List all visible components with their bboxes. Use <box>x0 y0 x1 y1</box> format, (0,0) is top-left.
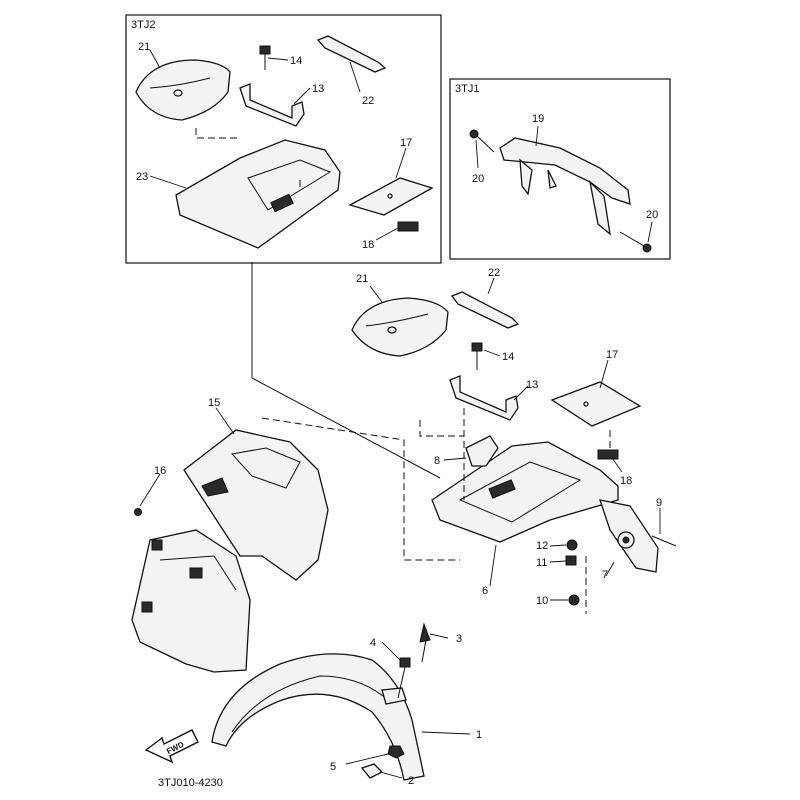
callout-12: 12 <box>536 540 548 552</box>
callout-13-top: 13 <box>312 83 324 95</box>
inset-3tj2-frame <box>125 14 442 264</box>
callout-23: 23 <box>136 171 148 183</box>
fwd-arrow-icon: FWD <box>144 729 199 764</box>
tape-part-18-main <box>597 449 619 460</box>
drawing-code: 3TJ010-4230 <box>158 777 223 789</box>
callout-5: 5 <box>330 761 336 773</box>
inner-fender-part-15 <box>183 429 329 581</box>
callout-4: 4 <box>370 637 376 649</box>
screw-part-9 <box>651 535 677 547</box>
callout-15: 15 <box>208 397 220 409</box>
inset-3tj2: 3TJ2 <box>125 14 442 264</box>
strap-part-22-main <box>450 291 520 329</box>
callout-7: 7 <box>602 569 608 581</box>
tape-part-18 <box>397 221 419 232</box>
callout-21-top: 21 <box>138 41 150 53</box>
bracket-part-8 <box>465 435 499 467</box>
nut-part-10 <box>568 594 580 606</box>
screw-part-16 <box>134 508 142 516</box>
callout-16: 16 <box>154 465 166 477</box>
callout-10: 10 <box>536 595 548 607</box>
inset-3tj1-title: 3TJ1 <box>455 83 479 95</box>
callout-3: 3 <box>456 633 462 645</box>
callout-17-top: 17 <box>400 137 412 149</box>
bracket-part-13-main <box>449 375 519 421</box>
callout-20-left: 20 <box>472 173 484 185</box>
callout-14-top: 14 <box>290 55 302 67</box>
nut-part-11 <box>565 555 577 566</box>
inset-3tj2-title: 3TJ2 <box>131 19 155 31</box>
strap-part-22 <box>316 35 387 73</box>
callout-17-main: 17 <box>606 349 618 361</box>
bolt-part-20-right <box>619 231 652 253</box>
callout-2: 2 <box>408 775 414 787</box>
clip-part-2 <box>360 763 384 779</box>
rear-tray-part-6 <box>431 435 619 543</box>
grab-bar-part-19 <box>499 137 631 236</box>
callout-13-main: 13 <box>526 379 538 391</box>
rear-bracket-part-7 <box>599 499 659 573</box>
screw-part-3 <box>419 622 431 663</box>
callout-18-top: 18 <box>362 239 374 251</box>
callout-22-top: 22 <box>362 95 374 107</box>
rear-mudguard <box>131 529 251 673</box>
nut-part-5 <box>387 745 405 759</box>
callout-1: 1 <box>476 729 482 741</box>
inset-3tj1-frame <box>449 78 671 260</box>
callout-19: 19 <box>532 113 544 125</box>
plate-part-17-main <box>550 381 642 427</box>
callout-9: 9 <box>656 497 662 509</box>
callout-6: 6 <box>482 585 488 597</box>
callout-18-main: 18 <box>620 475 632 487</box>
cover-part-21-main <box>351 297 449 357</box>
bolt-part-4 <box>397 657 411 699</box>
callout-11: 11 <box>536 557 547 569</box>
front-fender-part-1 <box>211 653 425 781</box>
callout-8: 8 <box>434 455 440 467</box>
cover-part-21 <box>135 59 231 121</box>
washer-part-12 <box>566 539 578 551</box>
plate-part-17 <box>348 177 434 216</box>
callout-20-right: 20 <box>646 209 658 221</box>
main-assembly: 21 22 14 13 17 8 18 9 15 16 12 11 10 7 6 <box>131 262 677 673</box>
callout-14-main: 14 <box>502 351 514 363</box>
bolt-part-14 <box>259 45 271 70</box>
inset-3tj1: 3TJ1 19 20 20 <box>449 78 671 260</box>
callout-22-main: 22 <box>488 267 500 279</box>
bracket-part-13 <box>239 83 305 127</box>
tray-part-23 <box>175 139 341 249</box>
front-fender-assembly: 3 4 1 5 2 <box>211 622 482 787</box>
bolt-part-20-left <box>469 129 495 153</box>
bolt-part-14-main <box>471 342 483 370</box>
callout-21-main: 21 <box>356 273 368 285</box>
